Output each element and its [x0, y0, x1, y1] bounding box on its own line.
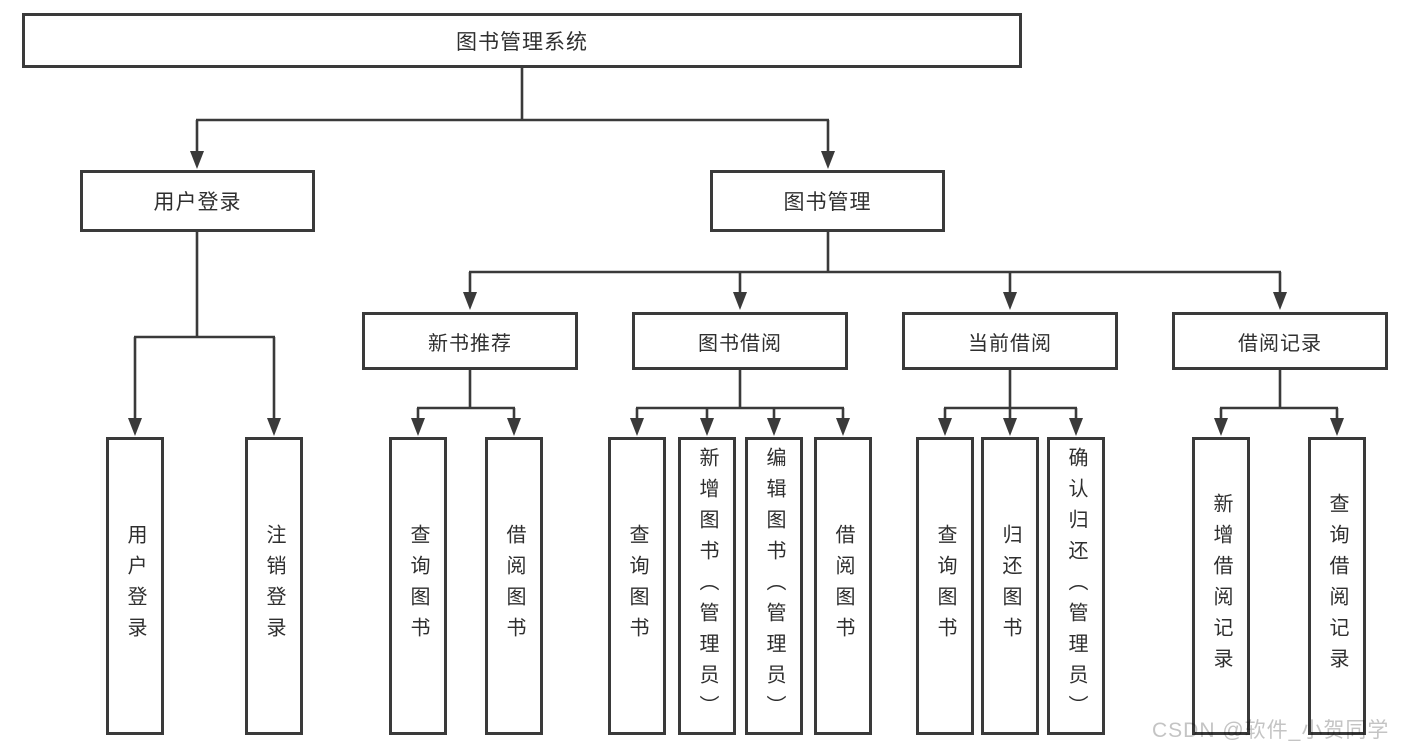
- leaf-label: 新增图书（管理员）: [696, 446, 718, 726]
- node-book-borrow: 图书借阅: [632, 312, 848, 370]
- leaf-label: 查询图书: [934, 524, 956, 648]
- node-book-management: 图书管理: [710, 170, 945, 232]
- leaf-label: 查询图书: [626, 524, 648, 648]
- node-borrow-records: 借阅记录: [1172, 312, 1388, 370]
- leaf-label: 编辑图书（管理员）: [763, 446, 785, 726]
- leaf-label: 归还图书: [999, 524, 1021, 648]
- node-new-book-recommend: 新书推荐: [362, 312, 578, 370]
- leaf-label: 确认归还（管理员）: [1065, 446, 1087, 726]
- node-root: 图书管理系统: [22, 13, 1022, 68]
- node-query-borrow-record: 查询借阅记录: [1308, 437, 1366, 735]
- leaf-label: 查询图书: [407, 524, 429, 648]
- node-return-book: 归还图书: [981, 437, 1039, 735]
- node-edit-book-admin: 编辑图书（管理员）: [745, 437, 803, 735]
- node-confirm-return-admin: 确认归还（管理员）: [1047, 437, 1105, 735]
- node-user-login-leaf: 用户登录: [106, 437, 164, 735]
- leaf-label: 借阅图书: [832, 524, 854, 648]
- node-query-books-current: 查询图书: [916, 437, 974, 735]
- leaf-label: 用户登录: [124, 524, 146, 648]
- leaf-label: 查询借阅记录: [1326, 493, 1348, 679]
- node-query-books-recommend: 查询图书: [389, 437, 447, 735]
- node-logout-leaf: 注销登录: [245, 437, 303, 735]
- node-add-borrow-record: 新增借阅记录: [1192, 437, 1250, 735]
- node-query-books-borrow: 查询图书: [608, 437, 666, 735]
- leaf-label: 借阅图书: [503, 524, 525, 648]
- node-current-borrow: 当前借阅: [902, 312, 1118, 370]
- node-add-book-admin: 新增图书（管理员）: [678, 437, 736, 735]
- leaf-label: 新增借阅记录: [1210, 493, 1232, 679]
- node-user-login: 用户登录: [80, 170, 315, 232]
- node-borrow-books-leaf: 借阅图书: [814, 437, 872, 735]
- leaf-label: 注销登录: [263, 524, 285, 648]
- arrowheads: [128, 151, 1344, 436]
- node-borrow-books-recommend: 借阅图书: [485, 437, 543, 735]
- watermark: CSDN @软件_小贺同学: [1152, 719, 1390, 742]
